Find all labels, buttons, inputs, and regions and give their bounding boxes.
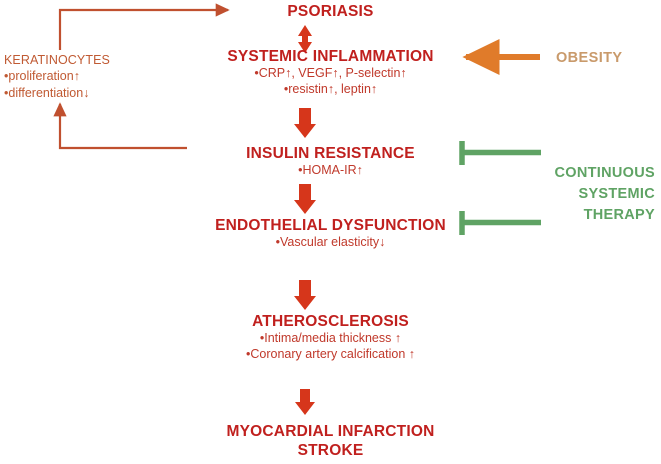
node-insulin-resistance-subline-1: •HOMA-IR↑ (298, 163, 363, 178)
node-atherosclerosis-subline-1: •Intima/media thickness ↑ (259, 331, 402, 346)
label-keratinocytes-subline-1: •proliferation↑ (4, 69, 80, 84)
node-systemic-inflammation-subline-2: •resistin↑, leptin↑ (283, 82, 378, 96)
label-obesity-text: OBESITY (556, 50, 623, 66)
label-keratinocytes-subline-2: •differentiation↓ (4, 85, 90, 100)
label-therapy-line-1: CONTINUOUS (554, 165, 655, 181)
node-atherosclerosis-subline-2: •Coronary artery calcification ↑ (245, 347, 416, 361)
node-atherosclerosis[interactable]: ATHEROSCLEROSIS •Intima/media thickness … (0, 312, 661, 363)
node-atherosclerosis-title: ATHEROSCLEROSIS (252, 313, 409, 330)
connector-endothelial-dysfunction-atherosclerosis (294, 280, 316, 310)
label-continuous-systemic-therapy[interactable]: CONTINUOUS SYSTEMIC THERAPY (475, 163, 655, 226)
connector-atherosclerosis-myocardial-infarction (295, 389, 315, 415)
connector-insulin-resistance-to-keratinocytes (53, 102, 187, 150)
node-endothelial-dysfunction-subline-1: •Vascular elasticity↓ (275, 235, 386, 250)
node-stroke-title: STROKE (297, 442, 364, 460)
node-systemic-inflammation[interactable]: SYSTEMIC INFLAMMATION •CRP↑, VEGF↑, P-se… (0, 47, 661, 98)
connector-systemic-inflammation-insulin-resistance (294, 108, 316, 138)
node-insulin-resistance[interactable]: INSULIN RESISTANCE •HOMA-IR↑ (0, 144, 661, 179)
node-systemic-inflammation-title: SYSTEMIC INFLAMMATION (227, 48, 434, 65)
label-obesity[interactable]: OBESITY (556, 49, 622, 68)
node-endothelial-dysfunction-title: ENDOTHELIAL DYSFUNCTION (215, 217, 446, 234)
label-keratinocytes[interactable]: KERATINOCYTES •proliferation↑ •different… (4, 52, 110, 101)
connector-insulin-resistance-endothelial-dysfunction (294, 184, 316, 214)
label-therapy-line-3: THERAPY (583, 207, 655, 224)
node-insulin-resistance-title: INSULIN RESISTANCE (246, 145, 415, 162)
node-psoriasis[interactable]: PSORIASIS (0, 2, 661, 21)
node-systemic-inflammation-subline-1: •CRP↑, VEGF↑, P-selectin↑ (254, 66, 407, 81)
node-endothelial-dysfunction[interactable]: ENDOTHELIAL DYSFUNCTION •Vascular elasti… (0, 216, 661, 251)
label-keratinocytes-title: KERATINOCYTES (4, 53, 110, 67)
node-myocardial-infarction-title: MYOCARDIAL INFARCTION (226, 423, 435, 440)
node-psoriasis-title: PSORIASIS (287, 3, 374, 20)
label-therapy-line-2: SYSTEMIC (578, 186, 655, 203)
node-myocardial-infarction-stroke[interactable]: MYOCARDIAL INFARCTION STROKE (0, 422, 661, 461)
